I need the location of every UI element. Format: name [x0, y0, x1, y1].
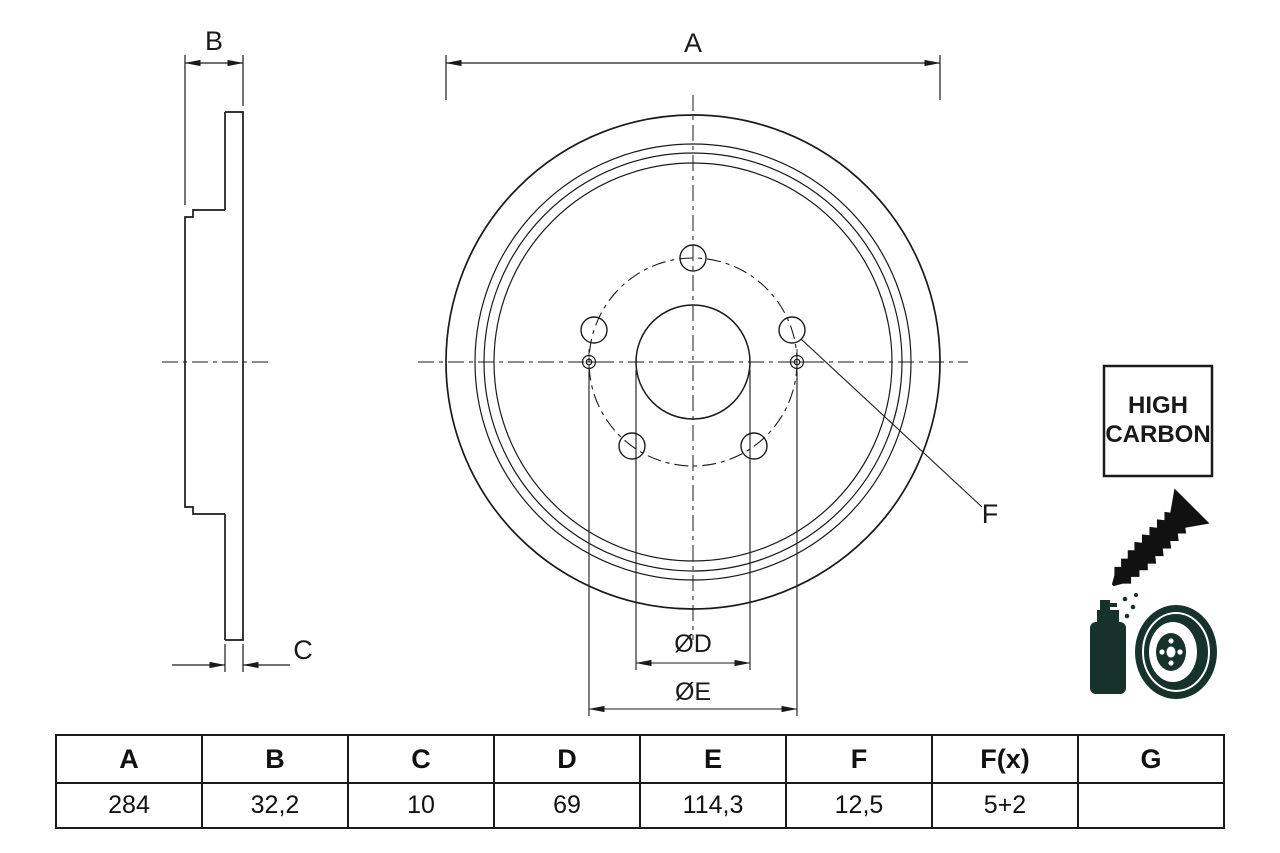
front-view	[418, 95, 968, 640]
dimension-d	[635, 370, 751, 670]
table-header-g: G	[1077, 734, 1225, 784]
dim-d-label: ØD	[674, 630, 712, 658]
spec-table-header-row: A B C D E F F(x) G	[55, 734, 1225, 784]
table-header-fx: F(x)	[931, 734, 1079, 784]
spec-table: A B C D E F F(x) G 284 32,2 10 69 114,3 …	[55, 734, 1225, 829]
table-value-f: 12,5	[785, 782, 933, 829]
dim-e-label: ØE	[675, 678, 711, 706]
spray-coating-icon	[1090, 593, 1217, 699]
table-value-b: 32,2	[201, 782, 349, 829]
technical-drawing: B C	[162, 26, 1217, 716]
dim-c-label: C	[293, 635, 313, 665]
table-header-f: F	[785, 734, 933, 784]
spec-table-value-row: 284 32,2 10 69 114,3 12,5 5+2	[55, 782, 1225, 829]
high-carbon-line2: CARBON	[1105, 421, 1210, 448]
table-value-c: 10	[347, 782, 495, 829]
dimension-c	[172, 644, 290, 672]
high-carbon-badge: HIGH CARBON	[1102, 364, 1214, 478]
table-header-c: C	[347, 734, 495, 784]
table-header-b: B	[201, 734, 349, 784]
dimension-a	[445, 55, 941, 100]
table-value-d: 69	[493, 782, 641, 829]
table-header-d: D	[493, 734, 641, 784]
side-view	[162, 111, 272, 641]
disc-section-outline	[225, 111, 244, 641]
leader-f	[800, 338, 983, 508]
table-value-a: 284	[55, 782, 203, 829]
table-header-a: A	[55, 734, 203, 784]
dimension-e	[588, 372, 798, 716]
dimension-b	[184, 55, 244, 205]
front-centerlines	[418, 95, 968, 640]
dim-b-label: B	[205, 26, 223, 56]
table-header-e: E	[639, 734, 787, 784]
dim-f-label: F	[982, 499, 999, 529]
countersunk-screw-icon	[1111, 488, 1210, 587]
table-value-g	[1077, 782, 1225, 829]
table-value-fx: 5+2	[931, 782, 1079, 829]
dim-a-label: A	[684, 28, 702, 58]
high-carbon-line1: HIGH	[1128, 392, 1188, 419]
table-value-e: 114,3	[639, 782, 787, 829]
